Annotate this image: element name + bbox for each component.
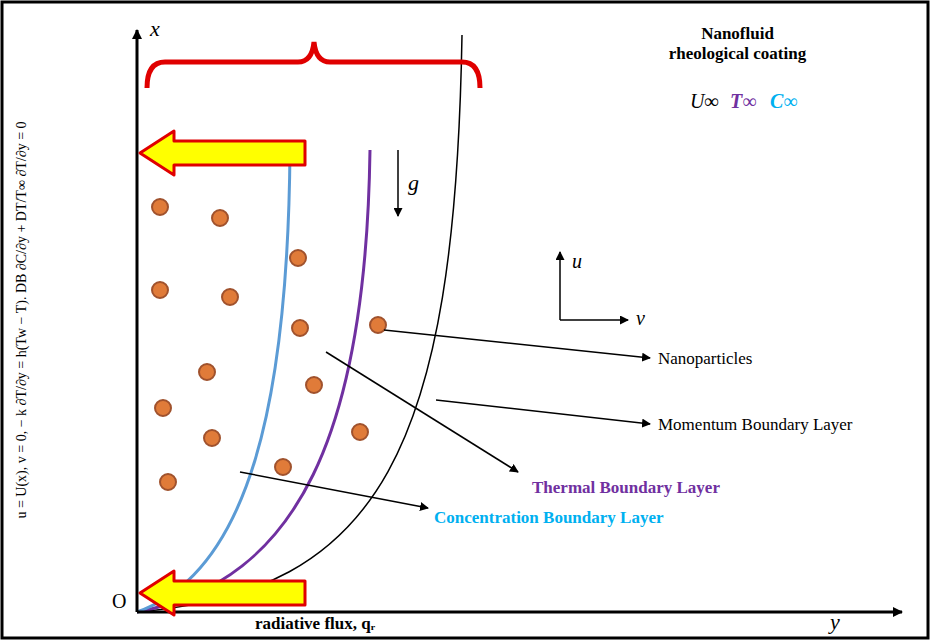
axis-caption: radiative flux, qᵣ [255,614,375,634]
axis-label: y [830,609,840,634]
freestream-label: C∞ [770,90,798,113]
y-axis [137,611,902,614]
origin-label: O [112,590,126,613]
coating-title: Nanofluid rheological coating [660,24,815,63]
momentum-curve [137,35,462,612]
flux-arrow [140,571,305,615]
concentration-curve [137,150,290,612]
leader-line [240,472,428,508]
callout-label: Thermal Boundary Layer [532,478,720,498]
gravity-label: g [408,170,419,195]
leader-line [436,400,650,424]
callout-label: Concentration Boundary Layer [434,508,664,528]
velocity-label: v [636,307,645,330]
leader-line [384,330,650,358]
boundary-conditions: u = U(x), v = 0, − k ∂T/∂y = h(Tw − T). … [14,121,30,518]
x-axis [136,30,139,612]
axis-label: x [150,16,160,41]
thermal-curve [137,150,370,612]
freestream-label: U∞ [690,90,719,113]
v-arrow [560,319,628,321]
callout-label: Nanoparticles [658,349,752,369]
flux-arrow [140,131,305,175]
nanoparticles [152,199,386,490]
velocity-label: u [572,250,582,273]
brace [147,42,480,88]
callout-label: Momentum Boundary Layer [658,415,853,435]
freestream-label: T∞ [730,90,756,113]
u-arrow [559,252,561,320]
gravity-arrow [397,150,399,216]
leader-line [326,352,518,472]
